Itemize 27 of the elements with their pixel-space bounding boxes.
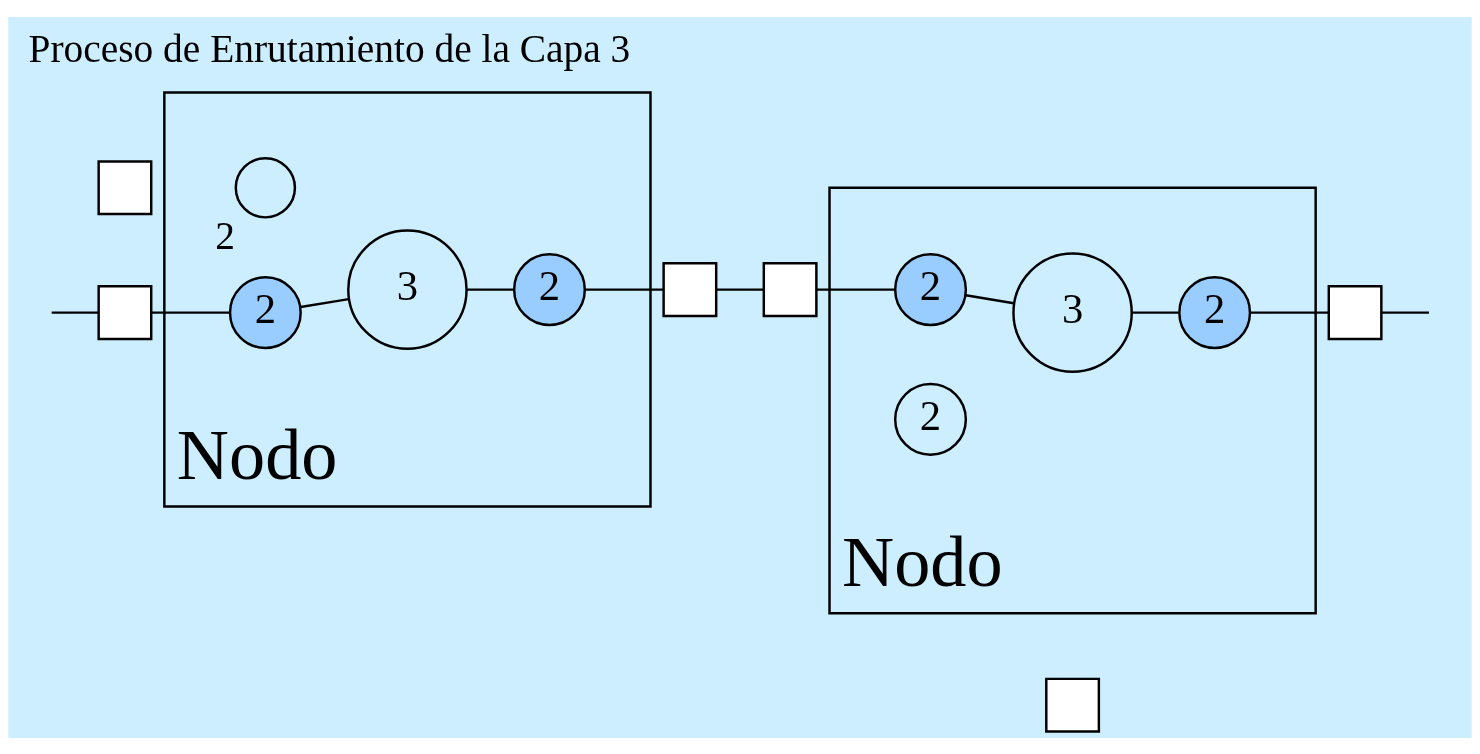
connector (585, 287, 664, 291)
node-circle: 2 (512, 252, 587, 326)
connector (965, 293, 1015, 304)
node-circle: 2 (228, 275, 302, 349)
node-circle: 3 (1012, 251, 1133, 373)
connector (716, 287, 764, 291)
node-box (97, 159, 153, 215)
node-box (662, 261, 718, 317)
node-circle: 2 (1178, 275, 1252, 349)
node-box (1327, 284, 1383, 340)
node-circle: 2 (893, 252, 968, 326)
connector (51, 310, 99, 314)
connector (1250, 310, 1329, 314)
node-label: 2 (215, 213, 235, 258)
connector (151, 310, 230, 314)
connector (1381, 310, 1429, 314)
node-box (1045, 677, 1101, 733)
node-box (97, 284, 153, 340)
node-box (762, 261, 818, 317)
connector (300, 297, 349, 308)
connector (467, 287, 514, 291)
node-circle: 2 (893, 382, 968, 456)
node-circle (234, 156, 297, 219)
diagram-title: Proceso de Enrutamiento de la Capa 3 (28, 26, 631, 71)
node-circle: 3 (347, 228, 468, 350)
connector (816, 287, 896, 291)
connector (1132, 310, 1179, 314)
